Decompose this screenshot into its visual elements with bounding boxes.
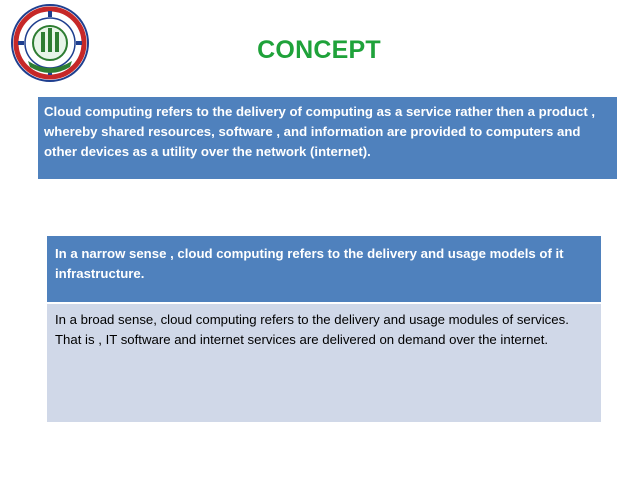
institute-seal-icon	[11, 4, 89, 82]
institute-logo	[10, 3, 90, 83]
narrow-sense-text: In a narrow sense , cloud computing refe…	[55, 246, 564, 281]
slide-title: CONCEPT	[257, 36, 381, 64]
definition-box: Cloud computing refers to the delivery o…	[38, 97, 617, 179]
table-header-row: In a narrow sense , cloud computing refe…	[47, 236, 601, 304]
it-services-text: That is , IT software and internet servi…	[55, 332, 549, 347]
concept-table: In a narrow sense , cloud computing refe…	[47, 236, 601, 422]
table-body-row: In a broad sense, cloud computing refers…	[47, 304, 601, 422]
broad-sense-text: In a broad sense, cloud computing refers…	[55, 312, 569, 327]
definition-text: Cloud computing refers to the delivery o…	[44, 104, 596, 159]
